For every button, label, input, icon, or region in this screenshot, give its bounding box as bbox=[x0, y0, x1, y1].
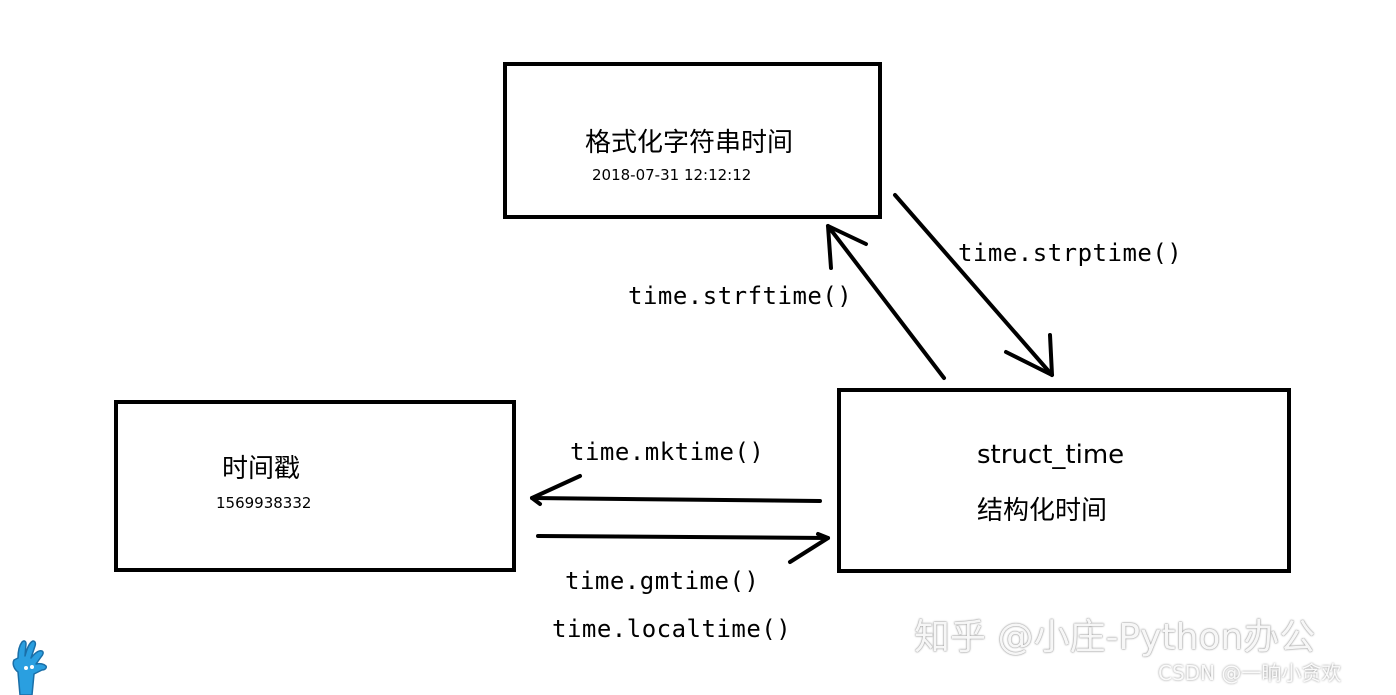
struct-time-title: struct_time bbox=[977, 440, 1125, 470]
gmtime-label: time.gmtime() bbox=[565, 567, 760, 595]
struct-time-box: struct_time 结构化时间 bbox=[837, 388, 1291, 573]
strptime-label: time.strptime() bbox=[958, 239, 1183, 267]
format-string-title: 格式化字符串时间 bbox=[585, 128, 794, 158]
zhihu-watermark: 知乎 @小庄-Python办公 bbox=[914, 617, 1316, 658]
timestamp-sample: 1569938332 bbox=[216, 494, 312, 512]
struct-time-subtitle: 结构化时间 bbox=[977, 496, 1108, 526]
mascot-hand-icon bbox=[12, 640, 47, 695]
localtime-label: time.localtime() bbox=[552, 615, 792, 643]
strptime-arrow bbox=[893, 193, 1054, 377]
mktime-arrow bbox=[530, 474, 822, 506]
strftime-label: time.strftime() bbox=[628, 282, 853, 310]
timestamp-box: 时间戳 1569938332 bbox=[114, 400, 516, 572]
mktime-label: time.mktime() bbox=[570, 438, 765, 466]
format-string-box: 格式化字符串时间 2018-07-31 12:12:12 bbox=[503, 62, 882, 219]
gmtime-arrow bbox=[536, 532, 830, 564]
timestamp-title: 时间戳 bbox=[222, 454, 301, 484]
format-string-sample: 2018-07-31 12:12:12 bbox=[592, 166, 752, 184]
csdn-watermark: CSDN @一晌小贪欢 bbox=[1158, 661, 1342, 685]
strftime-arrow bbox=[826, 224, 946, 380]
